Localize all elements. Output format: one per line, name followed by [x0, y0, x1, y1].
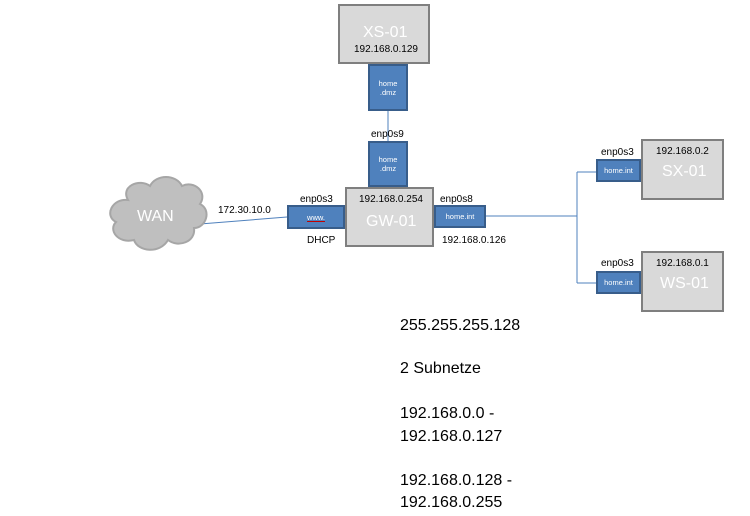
nic-zone-line1: home [378, 78, 398, 88]
note-range2-end: 192.168.0.255 [400, 494, 503, 511]
nic-zone: home.int [445, 212, 475, 221]
note-subnets: 2 Subnetze [400, 360, 481, 377]
note-range1-end: 192.168.0.127 [400, 428, 503, 445]
host-name: WS-01 [660, 275, 709, 292]
host-ip: 192.168.0.254 [359, 194, 423, 205]
nic-gw-int[interactable]: home.int [434, 205, 486, 228]
nic-sx-int[interactable]: home.int [596, 159, 641, 182]
host-ip: 192.168.0.2 [656, 146, 709, 157]
nic-zone: www. [307, 212, 325, 222]
wan-ip: 172.30.10.0 [218, 205, 271, 216]
wan-cloud-icon [109, 176, 208, 251]
nic-zone-line1: home [378, 155, 398, 164]
host-xs-01[interactable]: XS-01 192.168.0.129 [338, 4, 430, 64]
nic-zone: home.int [604, 278, 633, 287]
sx-iface: enp0s3 [601, 147, 634, 158]
gw-wan-note: DHCP [307, 235, 336, 246]
host-ip: 192.168.0.129 [354, 44, 418, 55]
wire-wan-gw [199, 216, 288, 225]
host-ip: 192.168.0.1 [656, 258, 709, 269]
ws-iface: enp0s3 [601, 258, 634, 269]
nic-gw-dmz[interactable]: home .dmz [368, 141, 408, 187]
host-name: XS-01 [363, 24, 408, 41]
nic-zone: home.int [604, 166, 633, 175]
nic-xs-dmz[interactable]: home .dmz [368, 64, 408, 111]
gw-int-iface: enp0s8 [440, 194, 473, 205]
nic-ws-int[interactable]: home.int [596, 271, 641, 294]
nic-zone-line2: .dmz [379, 164, 397, 173]
note-mask: 255.255.255.128 [400, 317, 521, 334]
host-ws-01[interactable]: 192.168.0.1 WS-01 [641, 251, 724, 312]
gw-dmz-iface: enp0s9 [371, 129, 404, 140]
note-range1-start: 192.168.0.0 - [400, 405, 495, 422]
host-name: SX-01 [662, 163, 707, 180]
host-name: GW-01 [366, 213, 417, 230]
host-sx-01[interactable]: 192.168.0.2 SX-01 [641, 139, 724, 200]
gw-wan-iface: enp0s3 [300, 194, 333, 205]
nic-gw-wan[interactable]: www. [287, 205, 345, 229]
nic-zone-line2: .dmz [379, 87, 397, 97]
note-range2-start: 192.168.0.128 - [400, 472, 513, 489]
gw-int-ip: 192.168.0.126 [442, 235, 506, 246]
wan-label: WAN [137, 208, 174, 225]
host-gw-01[interactable]: 192.168.0.254 GW-01 [345, 187, 434, 247]
